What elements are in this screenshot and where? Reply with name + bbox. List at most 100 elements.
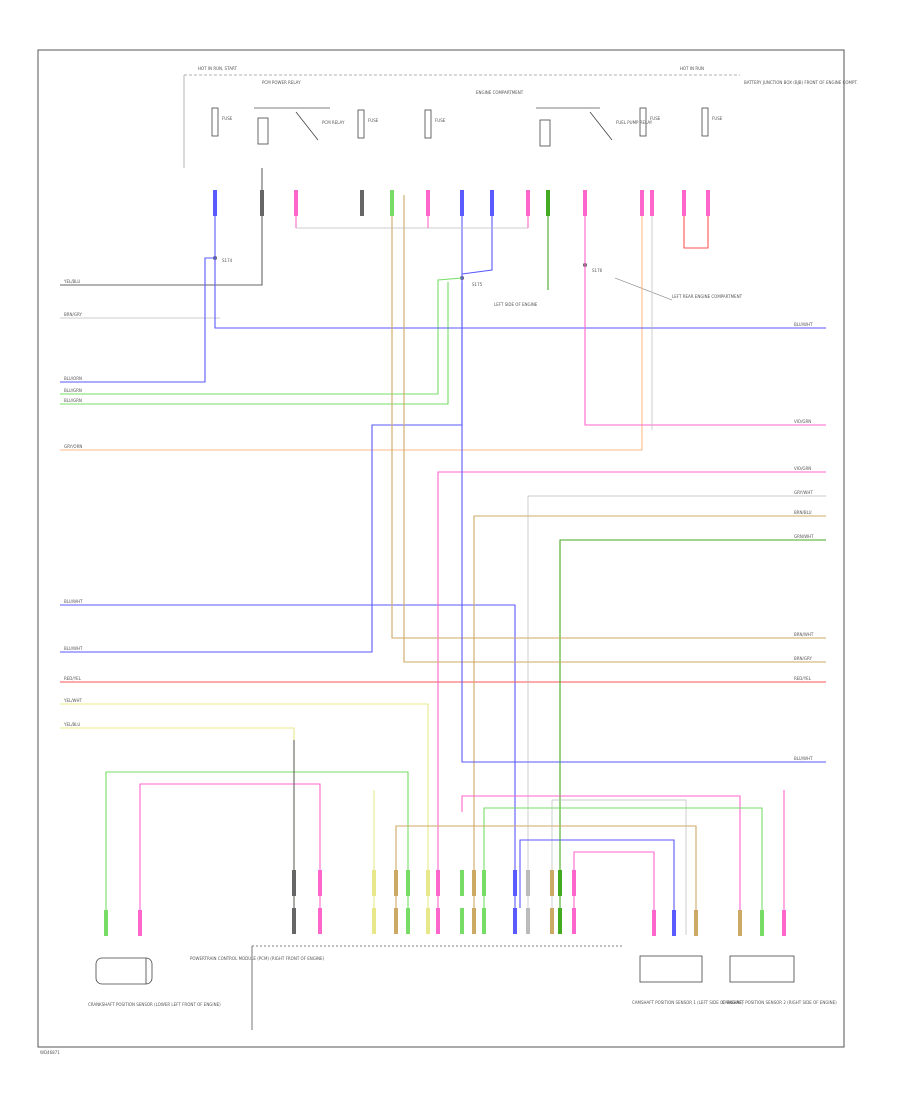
top-connector-pin-2 [260,190,264,216]
splice-1-label: S174 [222,258,233,263]
wire-gry-orn [60,195,643,451]
fuse-5 [701,107,709,137]
wire-blu-orn [60,257,215,383]
left-wire-label-8: BLU/WHT [64,646,83,651]
right-wire-label-2: VIO/GRN [794,419,811,424]
relay-b-coil [539,119,551,147]
sensor-pin-3 [652,910,656,936]
pcm-pin-lower-10 [482,908,486,934]
top-connector-pin-11 [583,190,587,216]
connector-pins [104,190,786,936]
sensor-pin-6 [738,910,742,936]
sensor-pin-7 [760,910,764,936]
pcm-pin-upper-13 [550,870,554,896]
wire-tan-mid [395,825,697,935]
camshaft-sensor-1-body [639,955,703,983]
pcm-pin-upper-12 [526,870,530,896]
wire-blu-grn-1 [60,277,463,395]
sensor-pin-8 [782,910,786,936]
crankshaft-sensor-label: CRANKSHAFT POSITION SENSOR (LOWER LEFT F… [88,1002,221,1007]
sensor-pin-2 [138,910,142,936]
relay-b-switch [589,111,613,141]
pcm-pin-lower-6 [426,908,430,934]
fuse-5-label: FUSE [712,116,723,121]
pcm-pin-upper-11 [513,870,517,896]
wire-blu-wht-top [214,195,826,329]
top-connector-pin-6 [426,190,430,216]
top-connector-pin-10 [546,190,550,216]
fuse-2 [357,109,365,139]
pcm-pin-lower-9 [472,908,476,934]
engine-compartment-label: ENGINE COMPARTMENT [476,90,524,95]
pcm-pin-lower-15 [572,908,576,934]
pcm-pin-lower-8 [460,908,464,934]
pcm-pin-lower-4 [394,908,398,934]
wire-pink-low [573,851,655,935]
left-wire-label-10: YEL/WHT [63,698,83,703]
wire-brn-wht [391,195,826,639]
wire-brn-gry [403,195,826,663]
right-wire-label-8: BRN/GRY [794,656,812,661]
fuse-4 [639,107,647,137]
right-wire-label-6: GRN/WHT [794,534,814,539]
crankshaft-sensor-body [95,957,153,985]
annotation-leader [614,277,673,301]
wires [60,168,826,935]
fuse-1 [211,107,219,137]
hot-label-right: HOT IN RUN [680,66,704,71]
fuse-1-label: FUSE [222,116,233,121]
right-wire-label-5: BRN/BLU [794,510,812,515]
pcm-pin-upper-6 [426,870,430,896]
top-connector-pin-7 [460,190,464,216]
pcm-pin-upper-5 [406,870,410,896]
relay-a-switch [295,111,319,141]
right-wire-label-1: BLU/WHT [794,322,813,327]
pcm-pin-upper-7 [436,870,440,896]
pcm-pin-lower-11 [513,908,517,934]
pcm-power-label: PCM POWER RELAY [262,80,301,85]
left-wire-label-2: BRN/GRY [64,312,82,317]
camshaft-sensor-2-label: CAMSHAFT POSITION SENSOR 2 (RIGHT SIDE O… [722,1000,837,1005]
sensor-pin-1 [104,910,108,936]
top-connector-pin-5 [390,190,394,216]
wire-crank-green [105,771,409,935]
left-wire-labels: YEL/BLUBRN/GRYBLU/ORNBLU/GRNBLU/GRNGRY/O… [63,279,83,727]
top-connector-pin-15 [706,190,710,216]
left-wire-label-4: BLU/GRN [64,388,82,393]
top-components: HOT IN RUN, START HOT IN RUN PCM POWER R… [183,66,858,307]
right-wire-label-9: RED/YEL [794,676,812,681]
right-wire-label-7: BRN/WHT [794,632,814,637]
camshaft-sensor-1-label: CAMSHAFT POSITION SENSOR 1 (LEFT SIDE OF… [632,1000,744,1005]
left-wire-label-3: BLU/ORN [64,376,82,381]
pcm-pin-upper-8 [460,870,464,896]
splice-3-label: S176 [592,268,603,273]
pcm-label: POWERTRAIN CONTROL MODULE (PCM) (RIGHT F… [190,956,325,961]
left-engine-label: LEFT SIDE OF ENGINE [494,302,538,307]
wire-blu-wht-bot [461,282,826,763]
wire-blu-splice [461,195,493,275]
pcm-pin-lower-5 [406,908,410,934]
left-rear-label: LEFT REAR ENGINE COMPARTMENT [672,294,743,299]
top-connector-pin-4 [360,190,364,216]
wire-yel-blu-top [60,168,263,286]
right-wire-labels: BLU/WHTVIO/GRNVIO/GRNGRY/WHTBRN/BLUGRN/W… [794,322,814,761]
pcm-pin-lower-7 [436,908,440,934]
pcm-pin-lower-13 [550,908,554,934]
pcm-pin-upper-4 [394,870,398,896]
pcm-pin-upper-9 [472,870,476,896]
page-code: WD46871 [40,1050,60,1055]
wire-blu-wht-1 [60,604,516,908]
wire-blu-wht-2 [60,195,463,653]
right-wire-label-10: BLU/WHT [794,756,813,761]
pcm-pin-upper-2 [318,870,322,896]
sensor-pin-5 [694,910,698,936]
wire-vio-grn-2 [437,471,826,908]
right-wire-label-3: VIO/GRN [794,466,811,471]
wire-grn-inner [483,807,763,935]
wire-yel-blu-bot [60,727,295,908]
wire-red-loop [683,195,709,249]
left-wire-label-6: GRY/ORN [64,444,82,449]
wire-grn-wht [559,539,826,908]
top-connector-pin-12 [640,190,644,216]
